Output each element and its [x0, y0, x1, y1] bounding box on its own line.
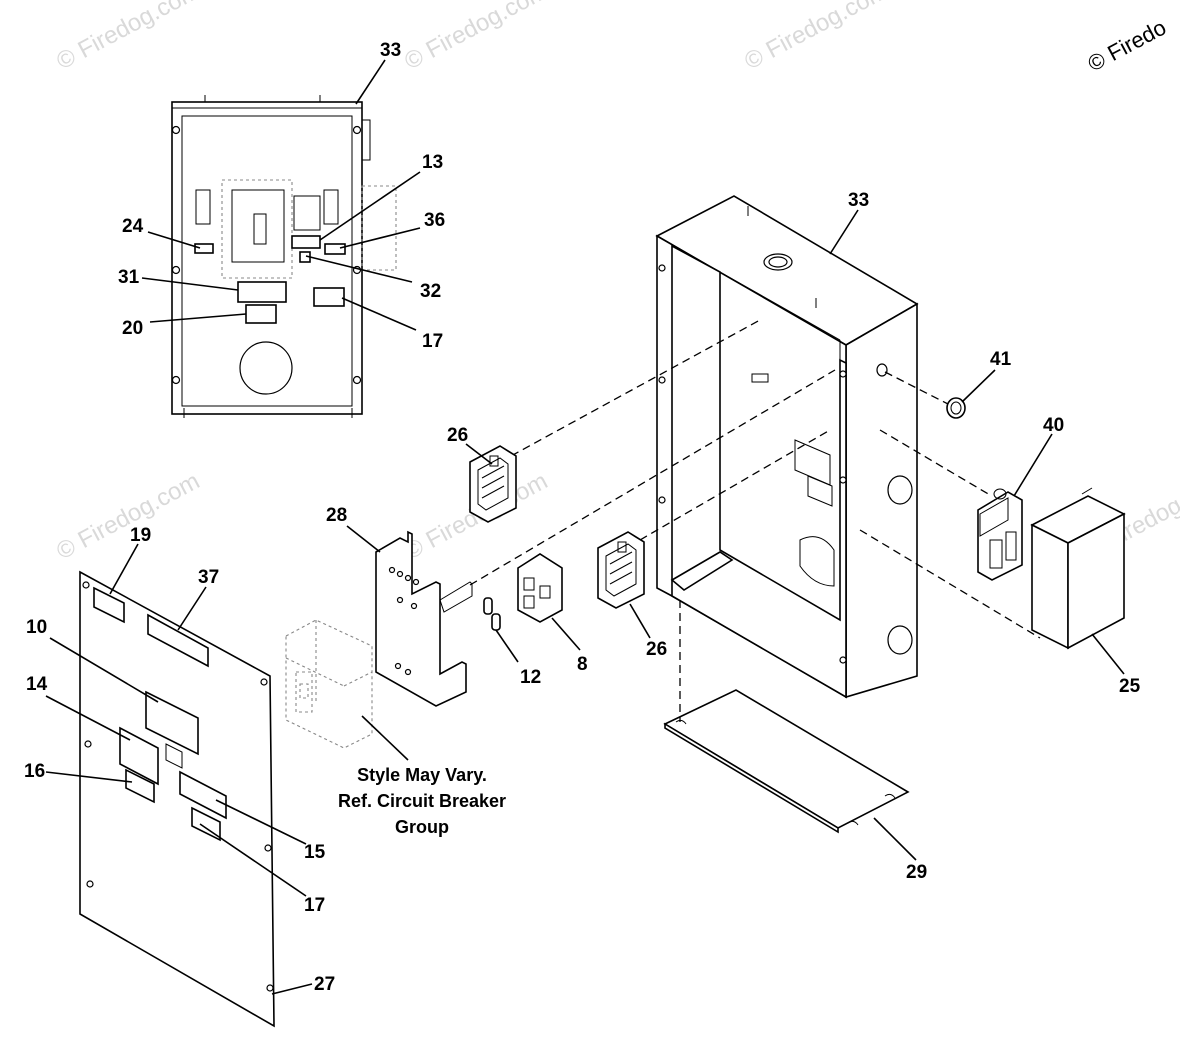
- callout-32: 32: [420, 281, 441, 302]
- callout-10: 10: [26, 617, 47, 638]
- note-line-1: Style May Vary.: [357, 765, 487, 785]
- callout-14: 14: [26, 674, 48, 695]
- watermark: © Firedog.com: [400, 0, 552, 75]
- callout-24: 24: [122, 216, 144, 237]
- callout-20: 20: [122, 318, 143, 339]
- bottom-plate: [663, 689, 910, 834]
- callout-33-top: 33: [380, 40, 401, 61]
- callout-37: 37: [198, 567, 219, 588]
- callout-15: 15: [304, 842, 326, 863]
- terminal-block-8: [517, 553, 563, 623]
- enclosure-box: [655, 195, 919, 699]
- note-line-3: Group: [395, 817, 449, 837]
- callout-36: 36: [424, 210, 445, 231]
- controller-box-25: [1030, 487, 1126, 650]
- callout-13: 13: [422, 152, 443, 173]
- fuse-holder-26b: [597, 531, 645, 609]
- callout-41: 41: [990, 349, 1012, 370]
- style-note: Style May Vary. Ref. Circuit Breaker Gro…: [338, 765, 506, 837]
- callout-40: 40: [1043, 415, 1064, 436]
- callout-8: 8: [577, 654, 588, 675]
- callout-17-bottom: 17: [304, 895, 325, 916]
- callout-labels: 33 13 24 36 31 32 20 17 33 41 26 40 28 2…: [24, 40, 1141, 995]
- bracket-28: [375, 530, 473, 707]
- callout-26-b: 26: [646, 639, 667, 660]
- callout-29: 29: [906, 862, 927, 883]
- note-line-2: Ref. Circuit Breaker: [338, 791, 506, 811]
- callout-26-a: 26: [447, 425, 468, 446]
- callout-16: 16: [24, 761, 45, 782]
- circuit-breaker-ghost: [285, 619, 373, 749]
- callout-19: 19: [130, 525, 151, 546]
- callout-12: 12: [520, 667, 541, 688]
- watermark: © Firedog.com: [52, 467, 204, 565]
- callout-25: 25: [1119, 676, 1141, 697]
- callout-17-top: 17: [422, 331, 443, 352]
- assembly-lines: [469, 319, 1041, 722]
- callout-28: 28: [326, 505, 347, 526]
- callout-33-right: 33: [848, 190, 869, 211]
- callout-31: 31: [118, 267, 140, 288]
- assembled-enclosure-view: [171, 95, 397, 418]
- fuse-holder-26a: [469, 445, 517, 523]
- watermark: © Firedog.com: [740, 0, 892, 75]
- watermark: © Firedog.com: [52, 0, 204, 75]
- copyright-text: © Firedo: [1084, 15, 1171, 77]
- fuses-12: [483, 597, 501, 631]
- callout-27: 27: [314, 974, 335, 995]
- relay-40: [977, 488, 1023, 581]
- grommet-41: [946, 397, 966, 419]
- leader-lines: [45, 59, 1125, 995]
- front-panel: [79, 570, 275, 1028]
